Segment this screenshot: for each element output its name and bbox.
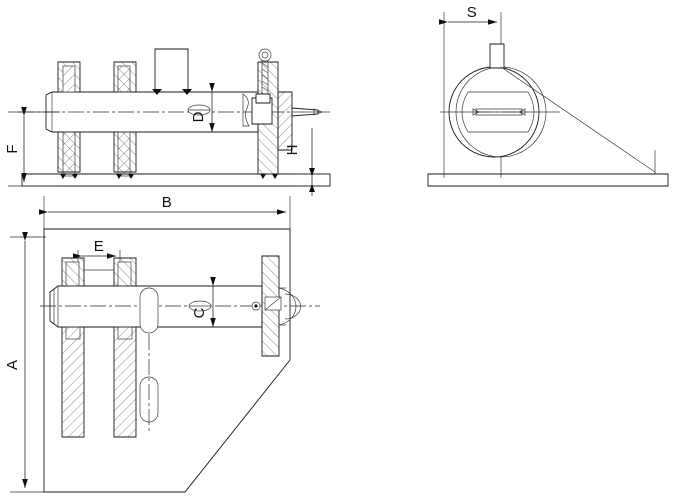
end-flange-front — [242, 48, 330, 179]
dimension-E: E — [73, 238, 121, 262]
end-flange-plan — [251, 256, 301, 356]
view-side-elevation: S — [428, 4, 668, 186]
dimension-label-A: A — [4, 360, 21, 370]
dimension-label-B: B — [162, 194, 173, 211]
dimension-label-C: C — [191, 307, 208, 318]
dimension-S: S — [439, 4, 497, 25]
dimension-label-E: E — [94, 238, 105, 255]
dimension-A: A — [4, 232, 46, 493]
dimension-B: B — [39, 194, 291, 232]
gusset-bracket-side — [500, 66, 656, 174]
pedestal-leg-1-plan — [62, 258, 84, 437]
pedestal-leg-1-front — [58, 62, 80, 179]
top-block-front — [152, 49, 192, 95]
slotted-holes-plan — [139, 287, 159, 432]
dimension-F: F — [4, 107, 60, 187]
dimension-label-H: H — [284, 145, 301, 156]
view-front-elevation: F D H — [4, 49, 330, 196]
dimension-C: C — [188, 277, 216, 327]
view-plan: B A E C — [4, 194, 320, 492]
dimension-label-D: D — [190, 111, 207, 122]
pedestal-leg-2-plan — [114, 258, 136, 437]
dimension-D: D — [187, 83, 215, 132]
dimension-label-S: S — [467, 4, 478, 21]
dimension-H: H — [284, 128, 330, 196]
top-key-boss-side — [490, 44, 504, 68]
dimension-label-F: F — [4, 144, 21, 153]
pedestal-leg-2-front — [114, 62, 136, 179]
base-plate-side — [428, 174, 668, 186]
